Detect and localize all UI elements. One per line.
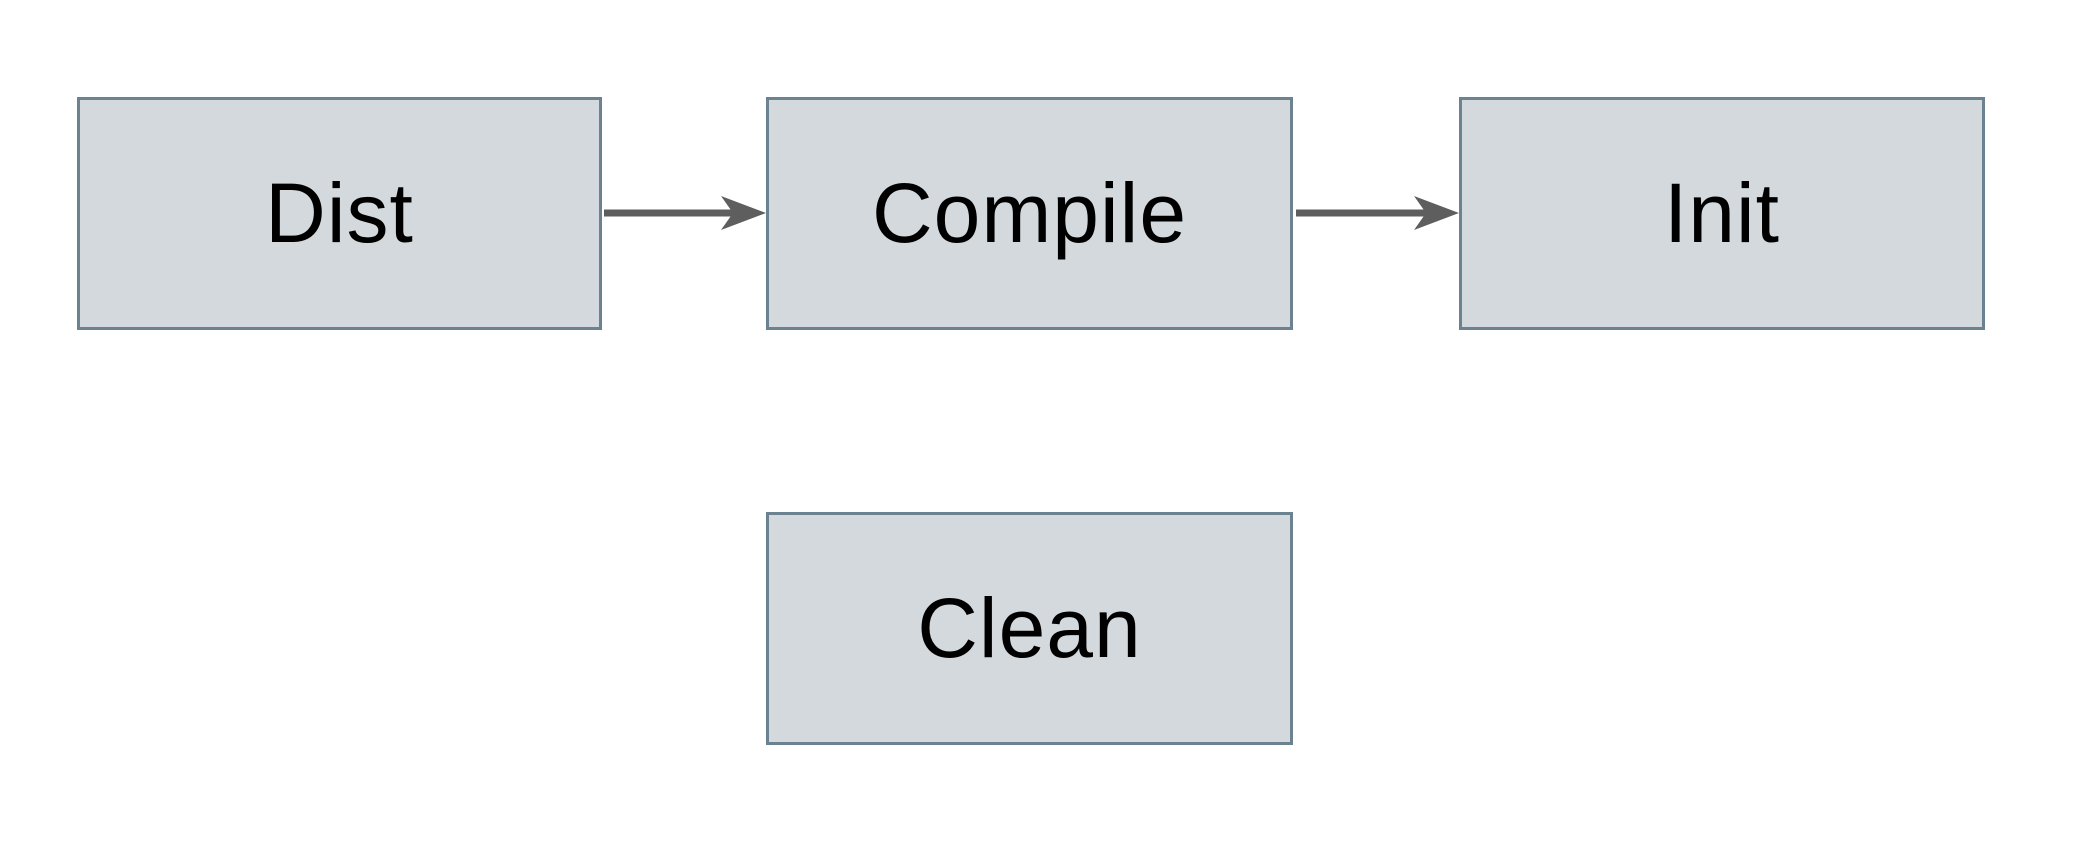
node-dist[interactable]: Dist (77, 97, 602, 330)
node-clean-label: Clean (917, 581, 1142, 675)
node-compile[interactable]: Compile (766, 97, 1293, 330)
arrow-compile-to-init (1296, 196, 1459, 230)
arrow-dist-to-compile (604, 196, 766, 230)
node-dist-label: Dist (265, 166, 414, 260)
arrow-head (1414, 196, 1459, 230)
node-clean[interactable]: Clean (766, 512, 1293, 745)
arrow-head (721, 196, 766, 230)
node-init-label: Init (1663, 166, 1781, 260)
node-init[interactable]: Init (1459, 97, 1985, 330)
node-compile-label: Compile (871, 166, 1188, 260)
